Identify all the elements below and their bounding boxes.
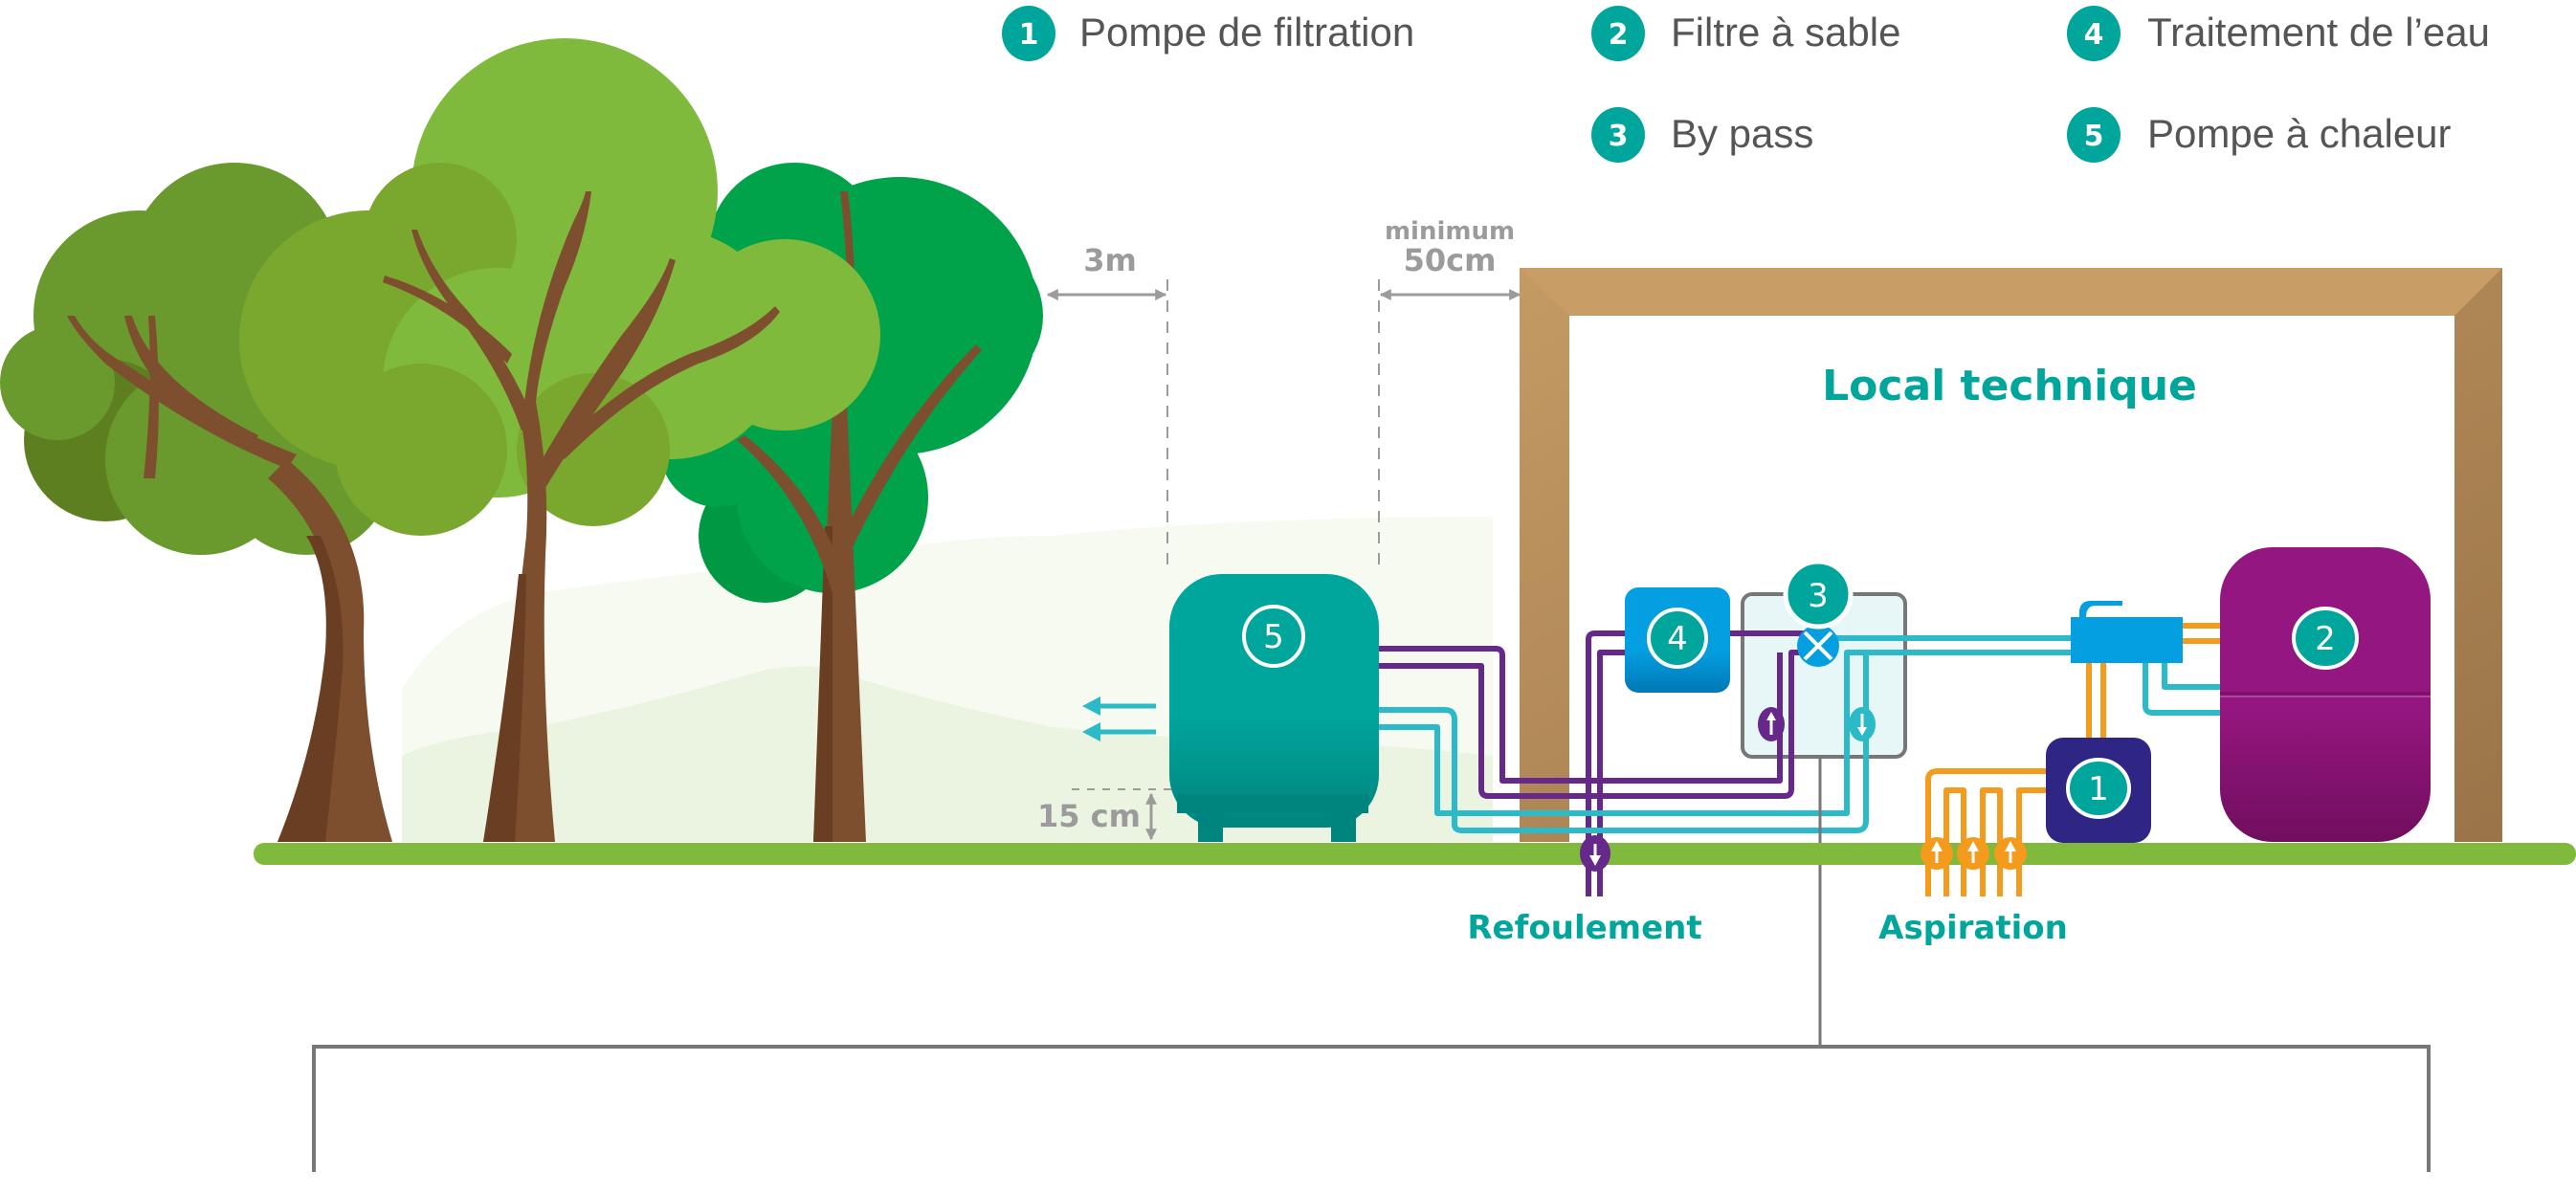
suction-arrow-icon [1957,837,1989,870]
pump-badge: 1 [2088,770,2109,808]
pipe-purple-hp-1 [1379,646,1783,784]
legend-number: 1 [1019,18,1039,52]
dimension-guides: 3m minimum 50cm 15 cm [1037,217,1521,841]
tree-center [239,38,880,842]
legend: 1 Pompe de filtration 2 Filtre à sable 3… [1002,6,2490,163]
legend-number: 3 [1609,120,1629,153]
room-title: Local technique [1822,362,2197,410]
suction-arrow-icon [1921,837,1953,870]
tree-distance-label: 3m [1083,242,1137,278]
suction-arrow-icon [1994,837,2027,870]
ground-line [254,843,2576,865]
legend-label: Pompe à chaleur [2147,111,2452,156]
pipe-purple-hp-2 [1379,650,1818,799]
discharge-label: Refoulement [1467,909,1701,947]
discharge-marker: Refoulement [1467,835,1702,947]
legend-number: 5 [2084,120,2104,153]
pipe-cyan-filter-2 [2143,660,2222,716]
pipe-cyan-hp-1 [1379,652,1869,833]
flow-up-icon [1758,707,1785,741]
legend-item: 3 By pass [1591,107,1813,163]
airflow-arrows-icon [1082,696,1156,741]
suction-label: Aspiration [1878,909,2068,947]
legend-item: 5 Pompe à chaleur [2067,107,2452,163]
legend-label: Traitement de l’eau [2147,10,2490,55]
sand-filter-unit: 2 [2220,547,2431,842]
legend-number: 4 [2084,18,2104,52]
heat-pump-unit: 5 [1082,574,1379,842]
pipe-orange-suction-1 [1925,768,2048,896]
legend-item: 1 Pompe de filtration [1002,6,1414,61]
legend-item: 4 Traitement de l’eau [2067,6,2490,61]
legend-label: Filtre à sable [1671,10,1900,55]
valve-icon [1797,625,1839,667]
pipe-cyan-filter-1 [2162,660,2222,690]
water-treatment-unit: 4 [1625,587,1730,693]
bypass-detail-bracket [312,1045,2431,1172]
legend-number: 2 [1609,18,1629,52]
filter-valve-manifold [2071,601,2183,663]
heat-pump-badge: 5 [1263,618,1284,656]
legend-item: 2 Filtre à sable [1591,6,1900,61]
filtration-pump-unit: 1 [2046,738,2151,843]
flow-down-icon [1849,707,1876,741]
legend-label: Pompe de filtration [1079,10,1414,55]
pipe-cyan-hp-2 [1379,650,2072,816]
pipe-purple-discharge-1 [1586,630,1818,896]
pipes [1379,623,2222,1046]
treatment-badge: 4 [1667,620,1688,658]
bypass-badge: 3 [1808,577,1829,615]
bypass-unit: 3 [1758,559,1876,741]
suction-marker: Aspiration [1878,837,2068,947]
wall-distance-label: 50cm [1404,242,1497,278]
legend-label: By pass [1671,111,1813,156]
trees-illustration [0,38,1043,842]
wall-distance-prefix: minimum [1385,217,1515,246]
ground-clearance-label: 15 cm [1037,798,1141,834]
filter-badge: 2 [2315,620,2336,658]
technical-room: Local technique [1520,268,2502,842]
tree-right [660,163,1043,842]
